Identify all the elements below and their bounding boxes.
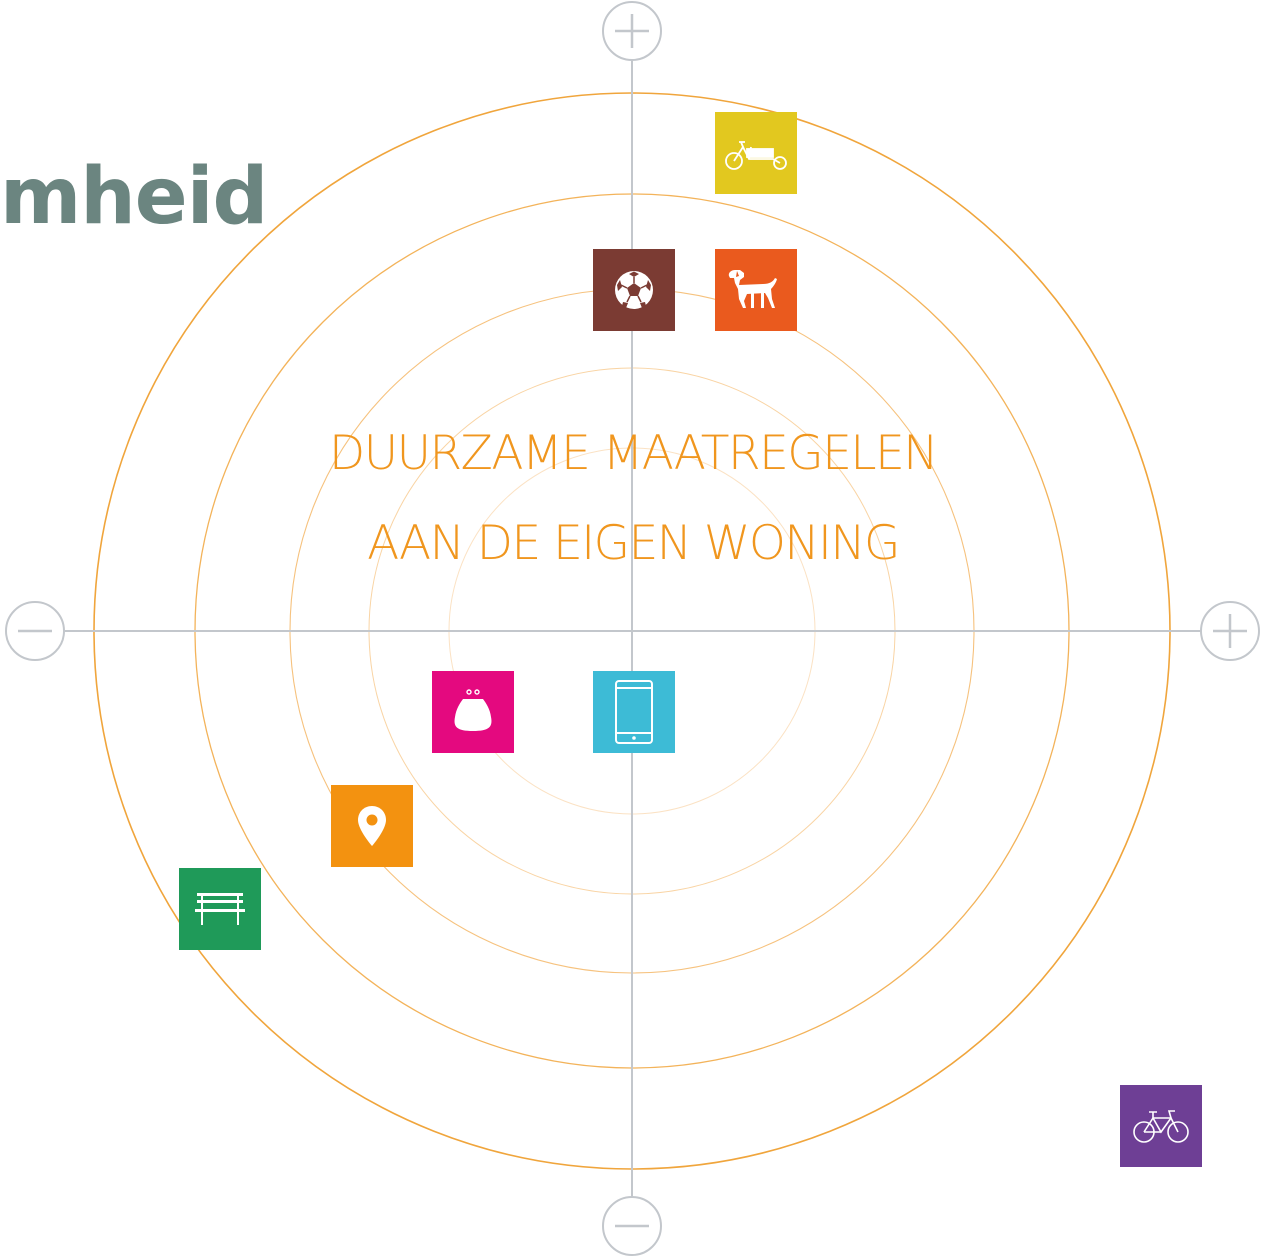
smartphone-icon [615, 680, 653, 744]
cargo-bike-icon [725, 141, 787, 170]
center-label-line-2: AAN DE EIGEN WONING [367, 516, 900, 571]
page-title: mheid [0, 152, 268, 242]
purse-icon [454, 689, 492, 731]
plus-icon [615, 14, 649, 48]
dog-tile[interactable] [715, 249, 797, 331]
dog-icon [728, 270, 777, 308]
bench-tile[interactable] [179, 868, 261, 950]
bicycle-tile[interactable] [1120, 1085, 1202, 1167]
location-pin-tile[interactable] [331, 785, 413, 867]
football-tile[interactable] [593, 249, 675, 331]
location-pin-icon [358, 806, 386, 846]
plus-icon [1213, 614, 1247, 648]
center-label-line-1: DUURZAME MAATREGELEN [329, 426, 938, 481]
bench-icon [195, 893, 245, 925]
bicycle-icon [1133, 1110, 1189, 1143]
football-icon [615, 271, 653, 309]
purse-tile[interactable] [432, 671, 514, 753]
smartphone-tile[interactable] [593, 671, 675, 753]
cargo-bike-tile[interactable] [715, 112, 797, 194]
